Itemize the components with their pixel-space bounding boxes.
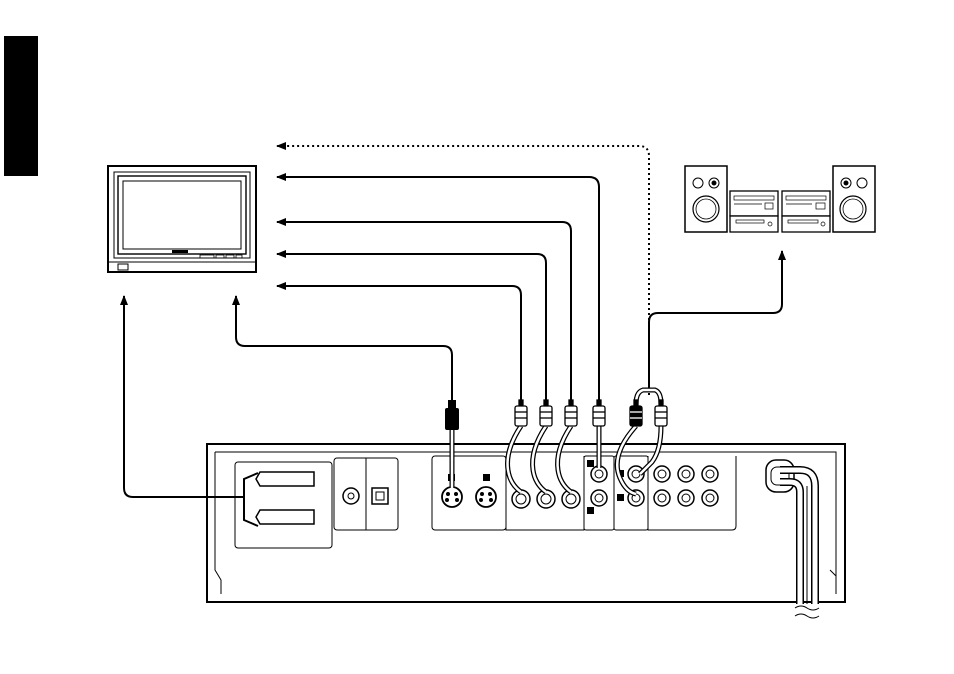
connection-audio-to-stereo [649, 251, 782, 390]
player-rear-panel [207, 444, 845, 602]
connection-s-video-to-tv [236, 296, 452, 400]
rca-plug-4 [593, 400, 605, 426]
rca-plug-1 [515, 400, 527, 426]
television [108, 166, 256, 272]
stereo-center-units [730, 191, 830, 232]
right-speaker [833, 166, 875, 232]
rca-plugs [515, 400, 667, 426]
rca-plug-audio-left [630, 400, 642, 426]
rca-plug-audio-right [655, 400, 667, 426]
left-speaker [685, 166, 727, 232]
connection-audio-to-tv [277, 146, 649, 395]
stereo-system [685, 166, 875, 232]
connection-component-2-to-tv [277, 254, 546, 404]
connection-component-3-to-tv [277, 222, 571, 404]
connection-composite-to-tv [277, 177, 599, 404]
section-tab [4, 36, 38, 176]
rca-plug-3 [565, 400, 577, 426]
rca-plug-2 [540, 400, 552, 426]
